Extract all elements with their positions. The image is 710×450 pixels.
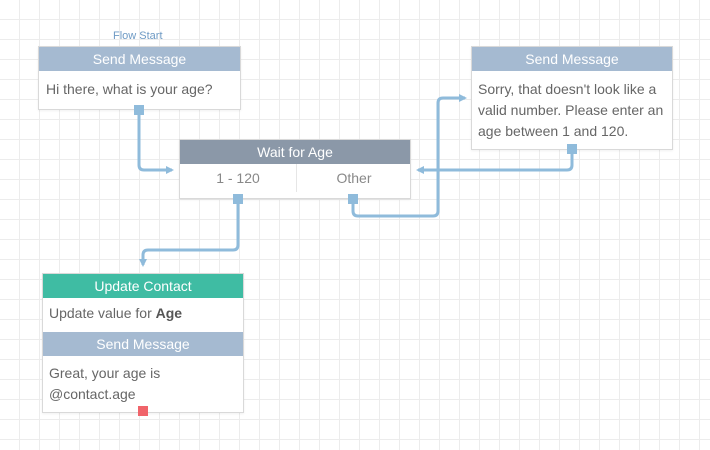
node-header[interactable]: Wait for Age [180,140,410,164]
connector-age-to-update [139,203,240,267]
update-prefix: Update value for [49,305,156,321]
connector-msg1-to-wait [137,115,174,174]
exit-handle-age-range[interactable] [233,194,243,204]
wait-for-age-node[interactable]: Wait for Age 1 - 120 Other [179,139,411,199]
flow-start-label: Flow Start [113,30,163,42]
exit-handle-other[interactable] [348,194,358,204]
connector-msg2-to-wait [416,153,574,174]
node-body-text: Hi there, what is your age? [46,81,213,97]
category-other[interactable]: Other [336,170,372,186]
node-header[interactable]: Send Message [39,47,240,71]
category-age-range[interactable]: 1 - 120 [216,170,260,186]
send-message-node-1[interactable]: Send Message Hi there, what is your age? [38,46,241,110]
category-divider [296,164,297,192]
node-body-text: Great, your age is @contact.age [49,365,161,402]
node-header[interactable]: Update Contact [43,274,243,298]
update-contact-node[interactable]: Update Contact Update value for Age Send… [42,273,244,413]
node-header[interactable]: Send Message [43,332,243,356]
send-message-node-2[interactable]: Send Message Sorry, that doesn't look li… [471,46,673,150]
exit-handle-msg1[interactable] [134,105,144,115]
exit-handle-msg2[interactable] [567,144,577,154]
node-body-text: Sorry, that doesn't look like a valid nu… [478,81,664,139]
exit-handle-terminal[interactable] [138,406,148,416]
connector-other-to-msg2 [351,94,467,218]
update-action-text: Update value for Age [43,298,243,332]
node-header[interactable]: Send Message [472,47,672,71]
update-field: Age [155,305,183,321]
